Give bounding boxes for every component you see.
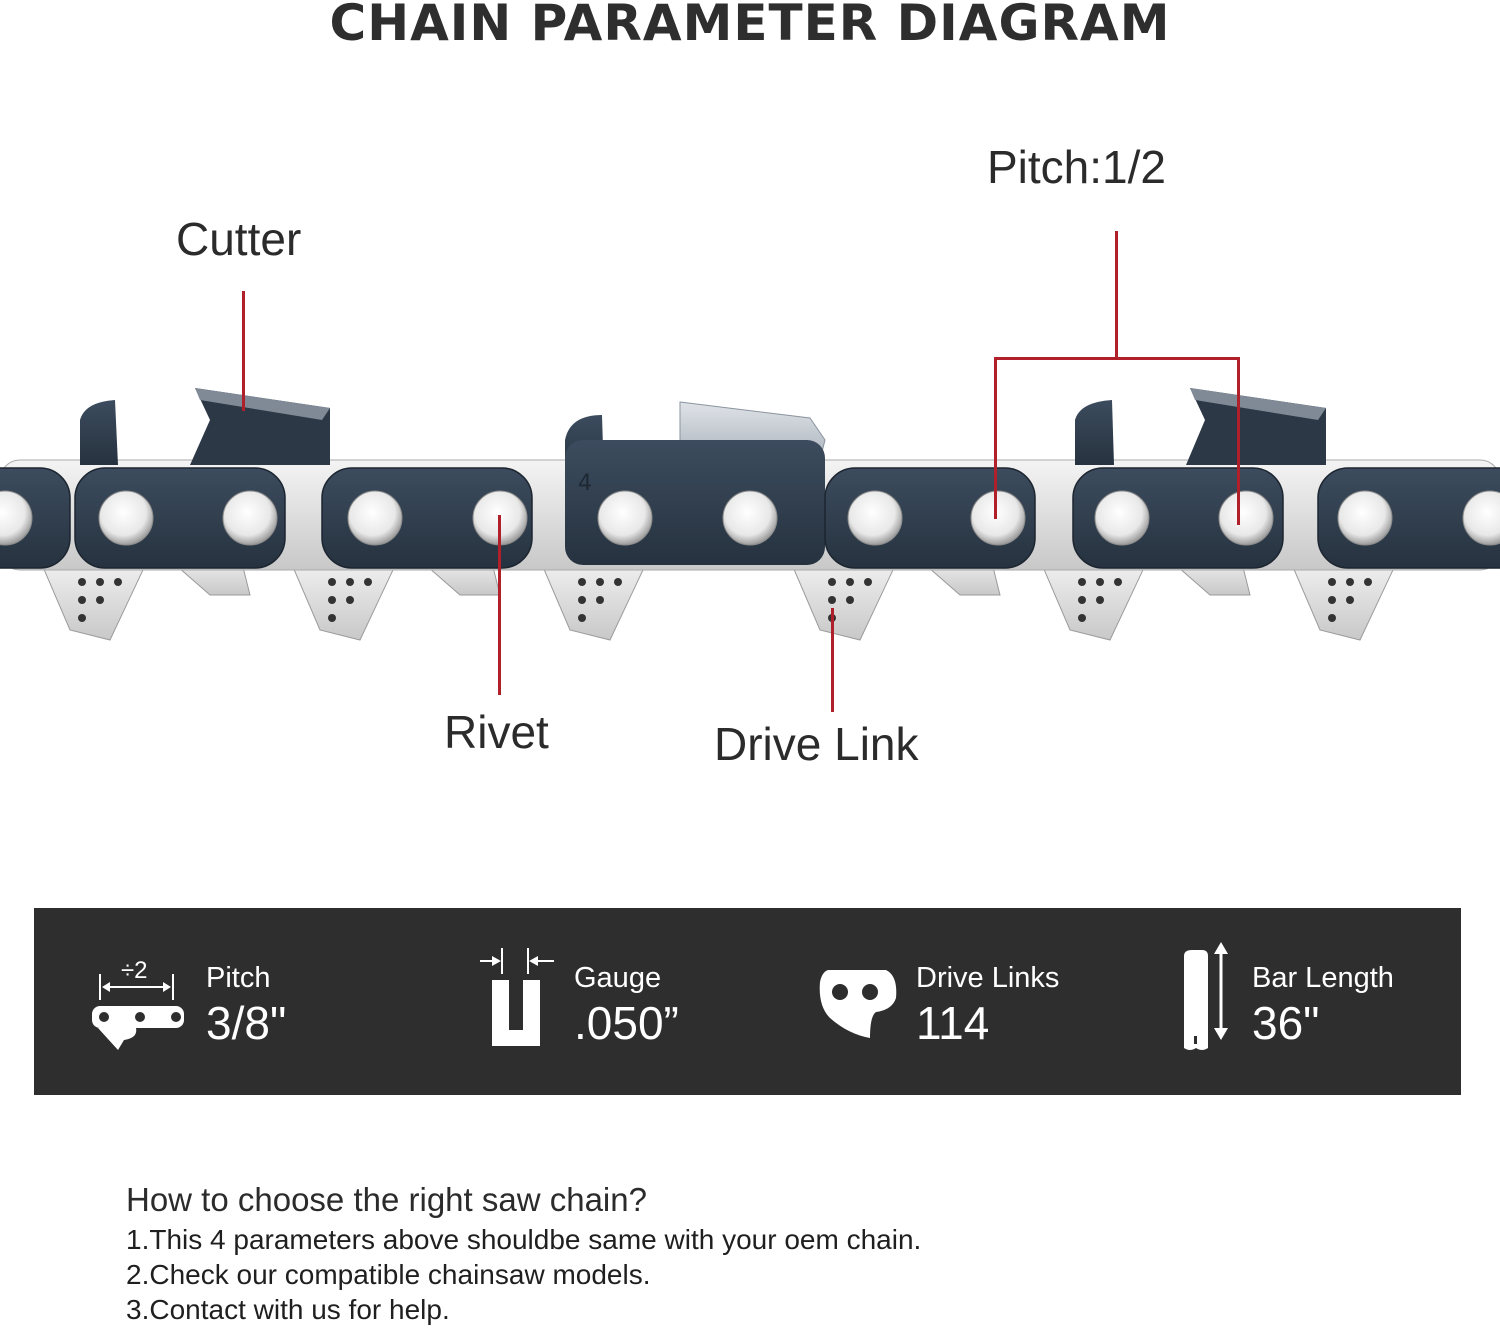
- spec-drive-links-value: 114: [916, 997, 990, 1049]
- howto-step: 3.Contact with us for help.: [126, 1294, 450, 1325]
- svg-text:4: 4: [578, 471, 592, 496]
- drive-link-label: Drive Link: [714, 718, 919, 770]
- spec-pitch-name: Pitch: [206, 962, 271, 994]
- spec-gauge-value: .050”: [574, 997, 679, 1049]
- pitch-leader-stem: [1115, 231, 1118, 359]
- cutter-label: Cutter: [176, 213, 302, 265]
- drive-link-icon: [819, 970, 897, 1038]
- pitch-label: Pitch:1/2: [987, 141, 1166, 193]
- rivet-label: Rivet: [444, 706, 549, 758]
- pitch-leader-bracket: [994, 357, 1240, 360]
- cutter-leader-line: [242, 291, 245, 411]
- spec-pitch: ÷2 Pitch 3/8": [34, 908, 394, 1095]
- spec-bar-length: Bar Length 36": [1174, 908, 1461, 1095]
- svg-text:÷2: ÷2: [121, 957, 148, 984]
- pitch-leader-right: [1237, 357, 1240, 525]
- gauge-icon: [480, 948, 554, 1046]
- saw-chain-illustration: 4: [0, 388, 1500, 641]
- spec-gauge-name: Gauge: [574, 962, 662, 994]
- spec-gauge: Gauge .050”: [464, 908, 794, 1095]
- howto-section: How to choose the right saw chain? 1.Thi…: [126, 1178, 921, 1327]
- spec-drive-links-name: Drive Links: [916, 962, 1060, 994]
- rivet-leader-line: [498, 515, 501, 695]
- howto-step: 2.Check our compatible chainsaw models.: [126, 1259, 651, 1290]
- howto-heading: How to choose the right saw chain?: [126, 1181, 647, 1218]
- spec-drive-links: Drive Links 114: [814, 908, 1144, 1095]
- bar-length-icon: [1184, 942, 1228, 1050]
- spec-bar-length-value: 36": [1252, 997, 1320, 1049]
- spec-bar-length-name: Bar Length: [1252, 962, 1394, 994]
- spec-pitch-value: 3/8": [206, 997, 287, 1049]
- howto-steps: 1.This 4 parameters above shouldbe same …: [126, 1222, 921, 1327]
- page-title: CHAIN PARAMETER DIAGRAM: [329, 0, 1171, 52]
- pitch-leader-left: [994, 357, 997, 519]
- pitch-chain-icon: ÷2: [92, 957, 184, 1050]
- drive-link-leader-line: [831, 608, 834, 712]
- spec-band: ÷2 Pitch 3/8" Gauge .050”: [34, 908, 1461, 1095]
- howto-step: 1.This 4 parameters above shouldbe same …: [126, 1224, 922, 1255]
